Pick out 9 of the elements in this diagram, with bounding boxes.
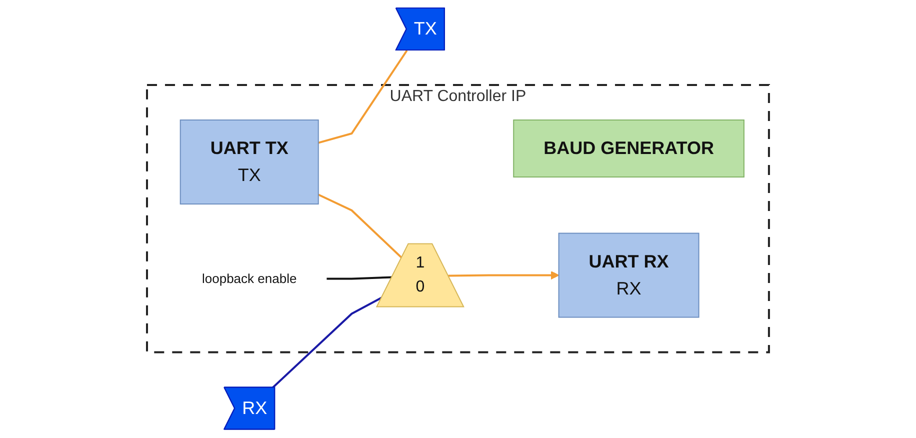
node-box: BAUD GENERATOR [513, 120, 744, 178]
node-box: UART RX RX [558, 233, 700, 318]
connector [318, 194, 403, 260]
connector [326, 276, 392, 280]
arrow [448, 271, 560, 280]
node-box: UART TX TX [180, 120, 319, 205]
connector [318, 50, 408, 144]
connector [272, 296, 383, 389]
node-text: loopback enable [202, 271, 297, 286]
